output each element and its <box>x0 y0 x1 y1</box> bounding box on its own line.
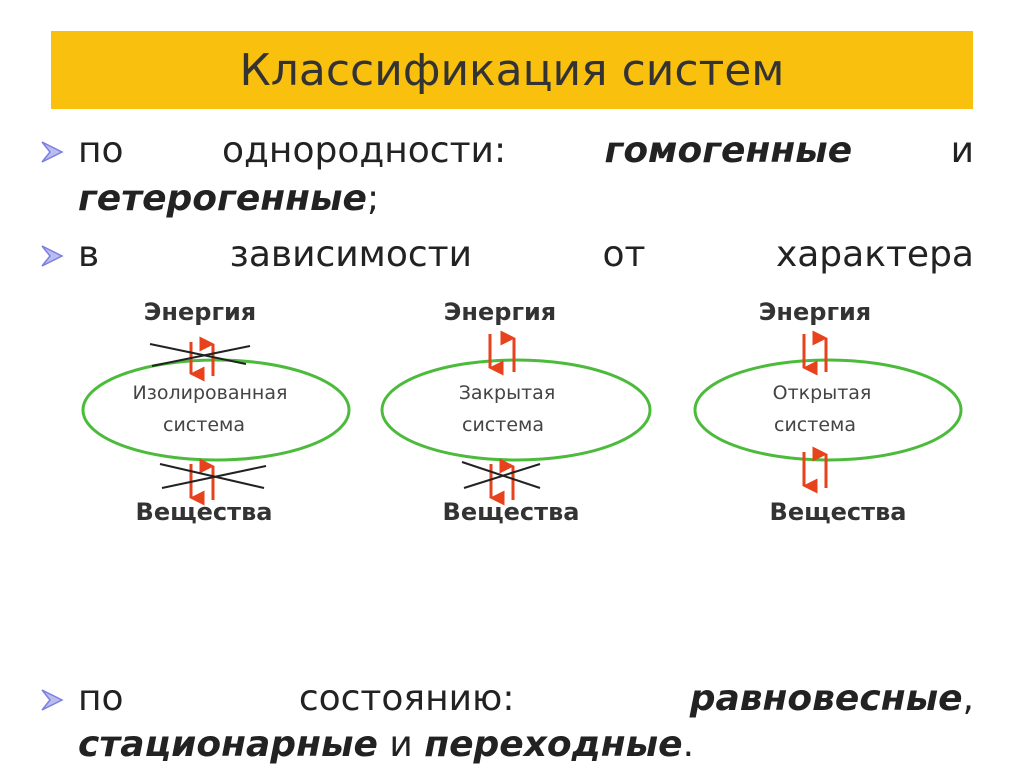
system-name-line1: Закрытая <box>458 382 556 404</box>
system-name-line2: система <box>774 414 856 436</box>
bullet-homogeneity-line2: гетерогенные; <box>78 176 974 222</box>
term-equilibrium: равновесные <box>689 678 963 719</box>
bullet-arrow-icon <box>41 141 64 163</box>
bullet-word: и <box>389 724 413 765</box>
system-closed <box>380 330 652 506</box>
bullet-arrow-icon <box>41 245 64 267</box>
cross-line <box>159 463 265 489</box>
bullet-word: по <box>78 130 124 171</box>
matter-label: Вещества <box>442 498 580 526</box>
term-stationary: стационарные <box>78 724 378 765</box>
cross-line <box>151 345 251 367</box>
system-name-line1: Изолированная <box>132 382 288 404</box>
energy-label: Энергия <box>143 298 257 326</box>
bullet-word: зависимости <box>229 234 473 275</box>
bullet-word: от <box>602 234 646 275</box>
system-open <box>693 330 963 494</box>
bullet-word: в <box>78 234 100 275</box>
matter-label: Вещества <box>135 498 273 526</box>
bullet-arrow-icon <box>41 689 64 711</box>
bullet-dependence-line1: в зависимости от характера <box>78 232 974 278</box>
system-ellipse <box>81 358 351 462</box>
system-name-line2: система <box>462 414 544 436</box>
bullet-state-line1: по состоянию: равновесные, <box>78 676 974 722</box>
title-bar: Классификация систем <box>51 31 973 109</box>
system-ellipse <box>693 358 963 462</box>
bullet-punct: ; <box>366 178 380 219</box>
bullet-word: состоянию: <box>298 678 515 719</box>
bullet-word: по <box>78 678 124 719</box>
cross-line <box>461 461 541 489</box>
energy-label: Энергия <box>443 298 557 326</box>
bullet-word: однородности: <box>221 130 507 171</box>
system-name-line2: система <box>163 414 245 436</box>
system-ellipse <box>380 358 652 462</box>
energy-label: Энергия <box>758 298 872 326</box>
term-heterogeneous: гетерогенные <box>78 178 367 219</box>
term-transitional: переходные <box>424 724 683 765</box>
bullet-punct: , <box>962 678 974 719</box>
term-homogeneous: гомогенные <box>604 130 853 171</box>
system-isolated <box>81 336 351 506</box>
bullet-punct: . <box>682 724 695 765</box>
bullet-state-line2: стационарные и переходные. <box>78 722 974 768</box>
cross-line <box>463 463 541 489</box>
system-types-diagram: Энергия Изолированная система Вещества Э… <box>70 292 970 542</box>
cross-line <box>149 343 247 365</box>
bullet-homogeneity-line1: по однородности: гомогенные и <box>78 128 974 174</box>
slide-title: Классификация систем <box>239 44 785 96</box>
diagram-graphics <box>81 330 963 506</box>
bullet-word: характера <box>775 234 974 275</box>
cross-line <box>161 465 267 489</box>
bullet-word: и <box>950 130 974 171</box>
system-name-line1: Открытая <box>772 382 872 404</box>
matter-label: Вещества <box>769 498 907 526</box>
